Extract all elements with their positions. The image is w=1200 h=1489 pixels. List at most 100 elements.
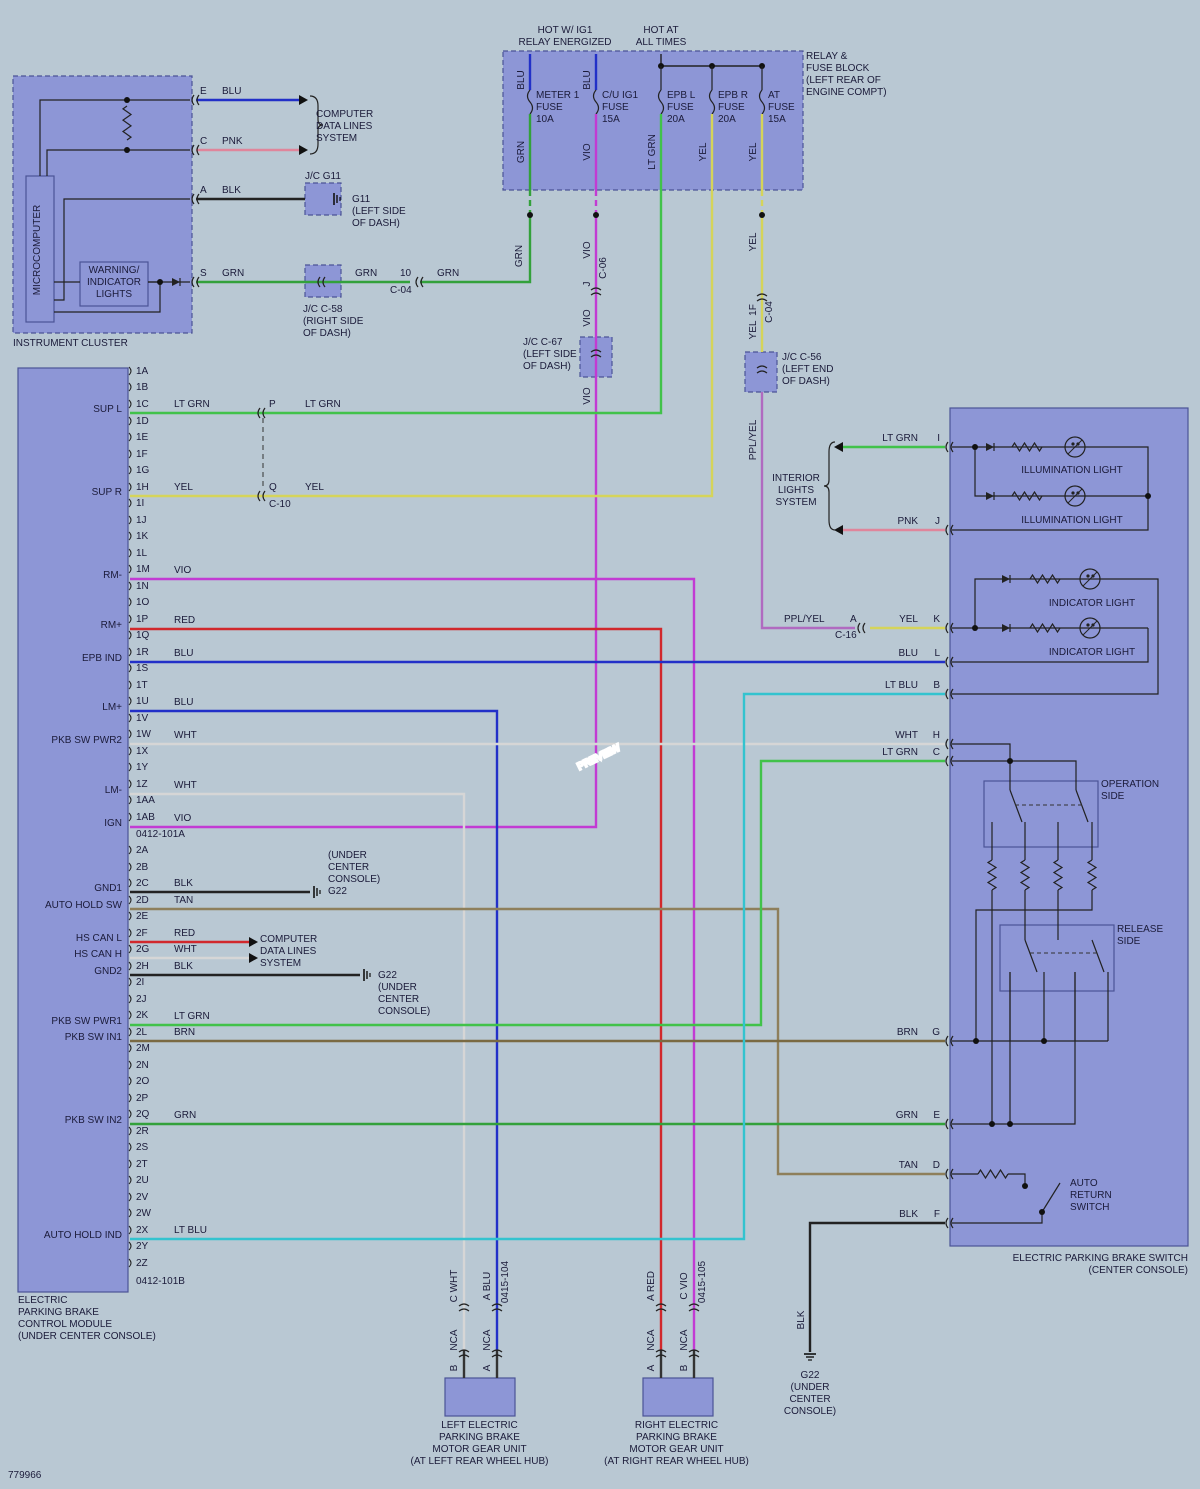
jc-c67-label-line-2: OF DASH) <box>523 361 571 372</box>
module-wire-2C: BLK <box>174 878 193 889</box>
release-side-box <box>999 924 1115 992</box>
op-res-icon <box>1019 859 1031 891</box>
ind-bulb-2-icon <box>1079 617 1101 639</box>
c10-pin-q: Q <box>269 482 277 493</box>
fuse-3-icon <box>708 89 716 115</box>
illum-res-2-icon <box>1011 490 1043 502</box>
epb-switch-label-line-0: ELECTRIC PARKING BRAKE SWITCH <box>1013 1253 1188 1264</box>
g22-a-label-line-3: G22 <box>328 886 347 897</box>
cluster-diode-icon <box>172 278 180 286</box>
g11-ground-icon <box>333 193 341 205</box>
module-fn-sup-r: SUP R <box>92 487 122 498</box>
wire-vio-rm <box>130 577 696 1310</box>
switch-pin-C: C <box>933 747 940 758</box>
fuse-2-icon <box>657 89 665 115</box>
module-pin-1C: 1C <box>136 399 149 410</box>
indicator-label-2: INDICATOR LIGHT <box>1049 647 1135 658</box>
splice-dot <box>759 212 765 218</box>
motor-1-pin-x2: B <box>679 1364 690 1371</box>
c04-1f-pin: 1F <box>748 304 759 316</box>
operation-side-label-line-1: SIDE <box>1101 791 1125 802</box>
g22-bottom-ground-icon <box>804 1353 816 1361</box>
g11-label-line-2: OF DASH) <box>352 218 400 229</box>
connector-mark <box>688 1303 700 1312</box>
switch-wire-L: BLU <box>899 648 918 659</box>
fuse-2-bottom-wire: LT GRN <box>647 134 658 170</box>
module-cds-label-line-0: COMPUTER <box>260 934 317 945</box>
switch-connector-I <box>945 441 954 453</box>
module-pin-1V: 1V <box>136 713 149 724</box>
interior-label-line-2: SYSTEM <box>775 497 816 508</box>
module-fn-auto-hold-ind: AUTO HOLD IND <box>44 1230 122 1241</box>
module-pin-1W: 1W <box>136 729 152 740</box>
module-pin-1F: 1F <box>136 449 148 460</box>
c10-pin-p: P <box>269 399 276 410</box>
module-pin-2R: 2R <box>136 1126 149 1137</box>
module-pin-1H: 1H <box>136 482 149 493</box>
microcomputer-box <box>25 175 55 323</box>
motor-1-nca-2: NCA <box>679 1329 690 1350</box>
motor-1-pin-x1: A <box>646 1364 657 1371</box>
cluster-pin-E: E <box>200 86 207 97</box>
release-side-label-line-0: RELEASE <box>1117 924 1163 935</box>
c16-connector <box>857 622 866 634</box>
switch-pin-G: G <box>932 1027 940 1038</box>
switch-wire-I: LT GRN <box>882 433 918 444</box>
module-fn-epb-ind: EPB IND <box>82 653 122 664</box>
cds-arrow-icon <box>299 145 308 155</box>
fuse-4-bottom-wire: YEL <box>748 142 759 161</box>
module-fn-lm-: LM+ <box>102 702 122 713</box>
fuse-2-label-line-2: 20A <box>667 114 685 125</box>
splice-dot <box>157 279 163 285</box>
module-fn-gnd2: GND2 <box>94 966 122 977</box>
g22-a-label-line-1: CENTER <box>328 862 369 873</box>
c10-connector-q <box>257 490 266 502</box>
switch-connector-F <box>945 1217 954 1229</box>
op-res-icon <box>1052 859 1064 891</box>
jc-c56-label-line-2: OF DASH) <box>782 376 830 387</box>
left-motor-box <box>444 1377 516 1417</box>
module-pin-1A: 1A <box>136 366 149 377</box>
module-fn-gnd1: GND1 <box>94 883 122 894</box>
fuse-2-label-line-0: EPB L <box>667 90 696 101</box>
wire-grn-label-1: GRN <box>355 268 377 279</box>
cluster-resistor-icon <box>121 105 133 141</box>
release-side-label-line-1: SIDE <box>1117 936 1141 947</box>
motor-1-pin1: A RED <box>646 1271 657 1301</box>
module-pin-2B: 2B <box>136 862 149 873</box>
module-pin-1M: 1M <box>136 564 150 575</box>
fuse-4-icon <box>758 89 766 115</box>
fuse-1-bottom-wire: VIO <box>582 143 593 160</box>
c16-pin: A <box>850 614 857 625</box>
module-fn-lm-: LM- <box>105 785 122 796</box>
c06-label: C-06 <box>598 257 609 279</box>
module-pin-1X: 1X <box>136 746 149 757</box>
wire-yel-vert-2: YEL <box>748 320 759 339</box>
fuse-3-label-line-2: 20A <box>718 114 736 125</box>
switch-wire-G: BRN <box>897 1027 918 1038</box>
document-id: 779966 <box>8 1470 42 1481</box>
module-wire-2L: BRN <box>174 1027 195 1038</box>
illum-diode-2-icon <box>986 492 994 500</box>
module-wire-1AB: VIO <box>174 813 191 824</box>
ebcm-label-line-0: ELECTRIC <box>18 1295 67 1306</box>
interior-label-line-1: LIGHTS <box>778 485 814 496</box>
auto-return-res-icon <box>977 1168 1009 1180</box>
switch-connector-L <box>945 656 954 668</box>
interior-brace <box>823 441 836 531</box>
jc-c56-label-line-0: J/C C-56 <box>782 352 822 363</box>
module-wire-1AA: WHT <box>174 780 197 791</box>
c04-label: C-04 <box>390 285 412 296</box>
cluster-wire-C: PNK <box>222 136 243 147</box>
module-pin-1O: 1O <box>136 597 150 608</box>
module-pin-1P: 1P <box>136 614 149 625</box>
module-pin-2Q: 2Q <box>136 1109 150 1120</box>
hot-ig1-label: HOT W/ IG1 <box>538 25 593 36</box>
g22-b-label-line-3: CONSOLE) <box>378 1006 430 1017</box>
splice-dot <box>1007 1121 1013 1127</box>
wire-vio-vert-3: VIO <box>582 387 593 404</box>
switch-connector-G <box>945 1035 954 1047</box>
wire-pplyel-vert: PPL/YEL <box>748 419 759 460</box>
module-fn-hs-can-h: HS CAN H <box>74 949 122 960</box>
fuse-1-label-line-1: FUSE <box>602 102 629 113</box>
